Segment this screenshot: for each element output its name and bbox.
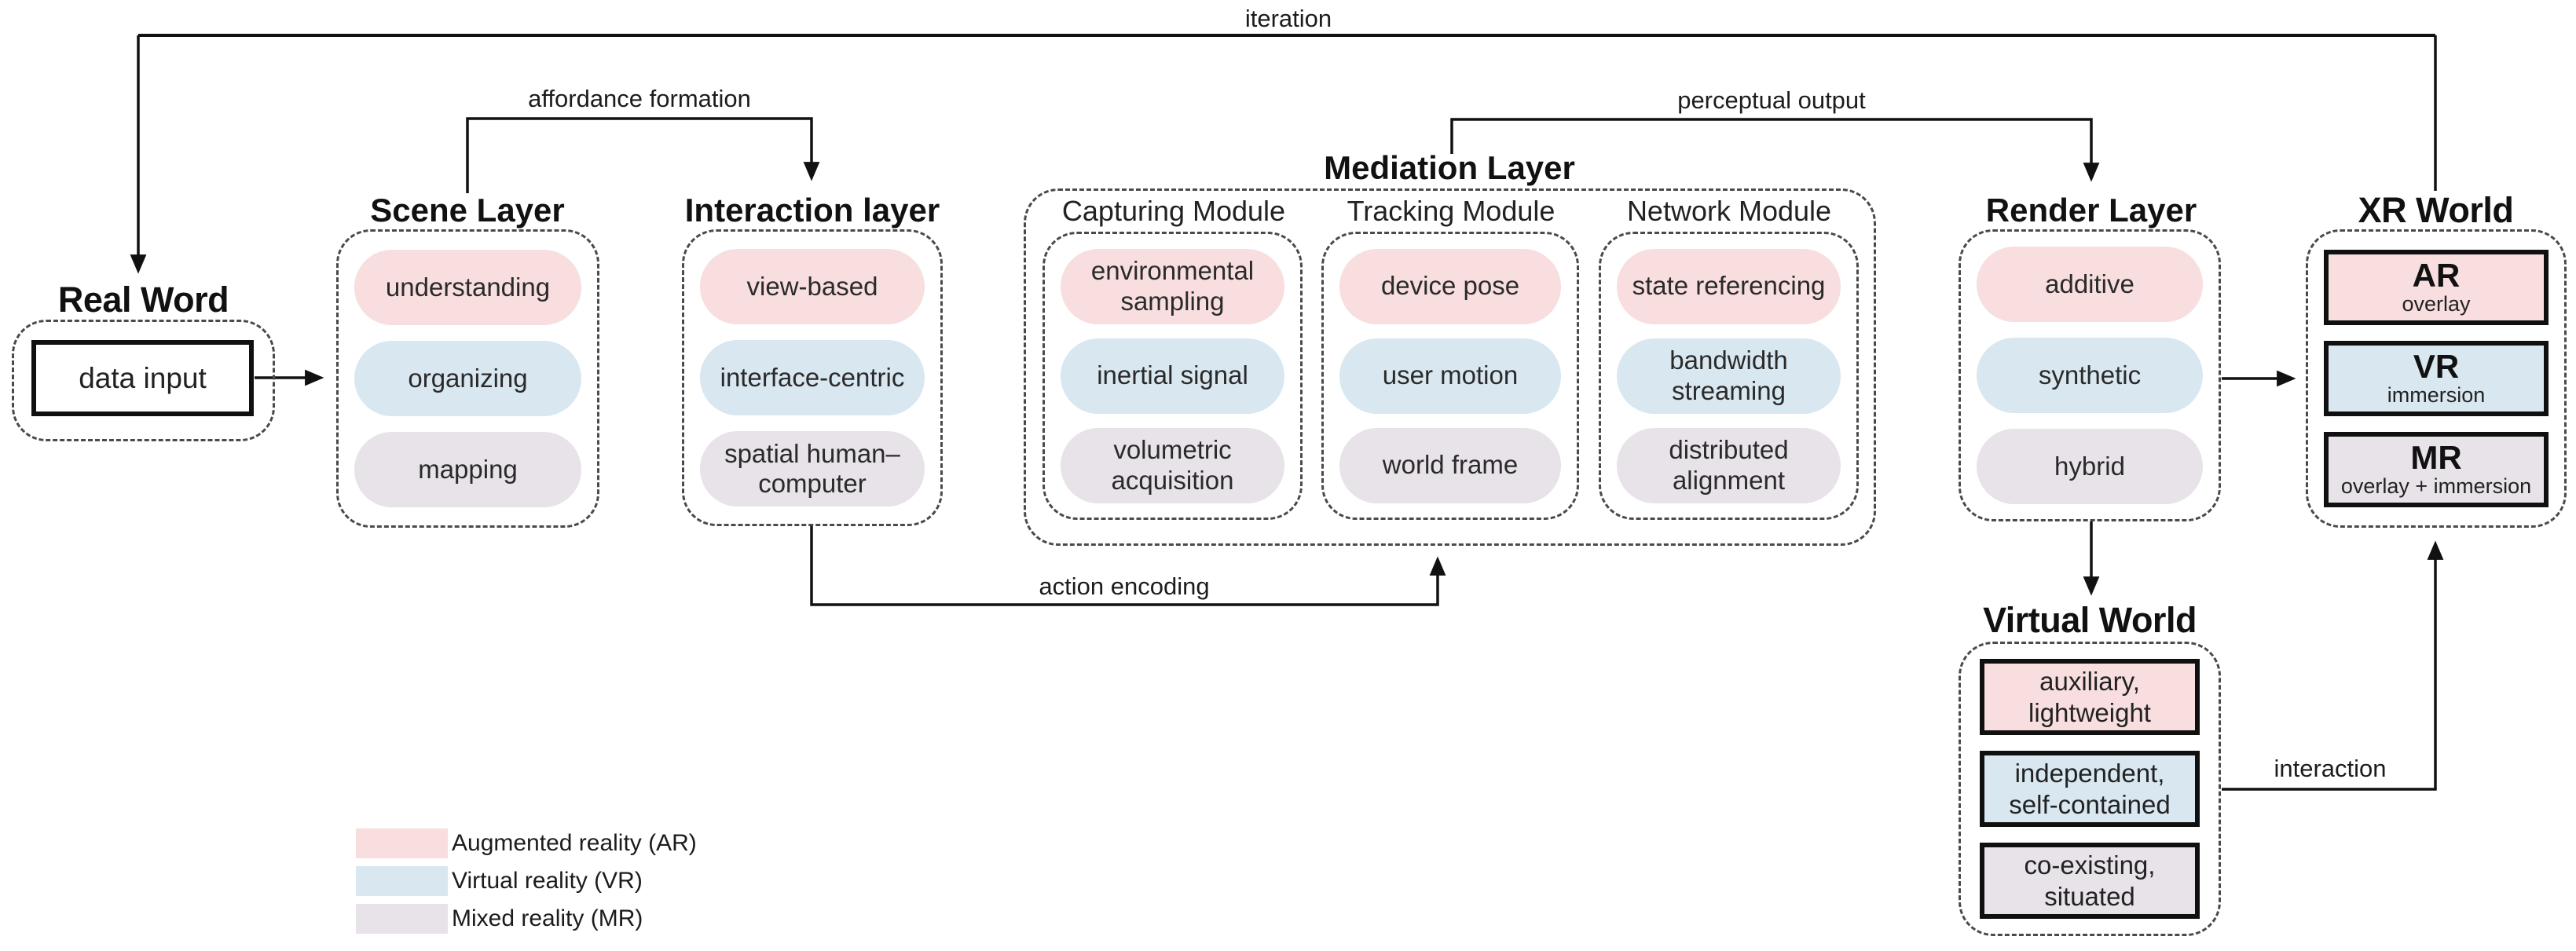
capturing-pill-environmental-sampling: environmental sampling xyxy=(1061,248,1284,324)
pill-label: understanding xyxy=(385,272,551,302)
vw-box-label: independent, self-contained xyxy=(2009,758,2171,819)
tracking-pill-world-frame: world frame xyxy=(1339,427,1561,503)
virtual-world-box-coexisting: co-existing, situated xyxy=(1980,843,2200,919)
pill-label: world frame xyxy=(1382,450,1519,480)
scene-pill-mapping: mapping xyxy=(354,432,581,507)
tracking-module-container: device pose user motion world frame xyxy=(1321,232,1579,520)
pill-label: distributed alignment xyxy=(1669,435,1789,495)
render-layer-title: Render Layer xyxy=(1985,192,2197,229)
real-world-title: Real Word xyxy=(57,280,229,320)
affordance-formation-arrow xyxy=(466,117,820,193)
network-module-title: Network Module xyxy=(1626,195,1832,227)
legend-label-mr: Mixed reality (MR) xyxy=(452,905,643,931)
interaction-layer-title: Interaction layer xyxy=(684,192,940,229)
network-module-container: state referencing bandwidth streaming di… xyxy=(1599,232,1859,520)
capturing-pill-volumetric-acquisition: volumetric acquisition xyxy=(1061,427,1284,503)
network-pill-bandwidth-streaming: bandwidth streaming xyxy=(1617,338,1841,414)
legend-swatch-vr xyxy=(356,866,448,896)
scene-pill-organizing: organizing xyxy=(354,341,581,416)
render-pill-synthetic: synthetic xyxy=(1977,338,2203,413)
render-pill-hybrid: hybrid xyxy=(1977,429,2203,504)
legend-swatch-mr xyxy=(356,904,448,934)
data-input-box: data input xyxy=(31,340,254,416)
interaction-pill-spatial-human-computer: spatial human– computer xyxy=(700,431,925,507)
render-pill-additive: additive xyxy=(1977,247,2203,322)
pill-label: environmental sampling xyxy=(1090,256,1255,316)
scene-layer-title: Scene Layer xyxy=(370,192,565,229)
render-layer-container: additive synthetic hybrid xyxy=(1959,229,2221,521)
pill-label: device pose xyxy=(1380,271,1520,301)
xr-box-sublabel: overlay + immersion xyxy=(2340,474,2532,499)
xr-box-sublabel: overlay xyxy=(2402,292,2471,316)
tracking-pill-device-pose: device pose xyxy=(1339,248,1561,324)
pill-label: interface-centric xyxy=(720,362,905,392)
legend-label-ar: Augmented reality (AR) xyxy=(452,830,697,856)
interaction-pill-interface-centric: interface-centric xyxy=(700,340,925,415)
xr-box-label: AR xyxy=(2412,257,2461,294)
tracking-pill-user-motion: user motion xyxy=(1339,338,1561,414)
mediation-layer-container xyxy=(1024,188,1876,546)
virtual-world-title: Virtual World xyxy=(1983,600,2197,640)
vw-box-label: auxiliary, lightweight xyxy=(2028,666,2151,727)
pill-label: mapping xyxy=(418,454,518,484)
legend-swatch-ar xyxy=(356,828,448,858)
network-pill-state-referencing: state referencing xyxy=(1617,248,1841,324)
pill-label: inertial signal xyxy=(1097,360,1248,390)
xr-box-mr: MR overlay + immersion xyxy=(2324,432,2549,507)
pill-label: additive xyxy=(2045,269,2134,298)
action-encoding-arrow xyxy=(810,526,1446,606)
pill-label: bandwidth streaming xyxy=(1669,346,1788,405)
real-world-container xyxy=(12,320,275,441)
interaction-arrow xyxy=(2222,540,2444,791)
vw-box-label: co-existing, situated xyxy=(2024,850,2156,911)
xr-world-title: XR World xyxy=(2358,190,2514,230)
virtual-world-box-independent: independent, self-contained xyxy=(1980,751,2200,827)
affordance-formation-label: affordance formation xyxy=(528,85,751,112)
perceptual-output-label: perceptual output xyxy=(1677,86,1866,114)
pill-label: user motion xyxy=(1382,360,1519,390)
xr-box-label: VR xyxy=(2413,348,2460,386)
mediation-layer-title: Mediation Layer xyxy=(1324,149,1575,186)
pill-label: hybrid xyxy=(2054,451,2125,481)
xr-world-container: AR overlay VR immersion MR overlay + imm… xyxy=(2306,229,2567,528)
action-encoding-label: action encoding xyxy=(1039,572,1210,600)
network-pill-distributed-alignment: distributed alignment xyxy=(1617,427,1841,503)
interaction-layer-container: view-based interface-centric spatial hum… xyxy=(682,229,943,526)
pill-label: volumetric acquisition xyxy=(1111,435,1234,495)
perceptual-output-arrow xyxy=(1450,118,2100,182)
pill-label: organizing xyxy=(408,363,528,393)
virtual-world-container: auxiliary, lightweight independent, self… xyxy=(1959,642,2221,936)
xr-box-ar: AR overlay xyxy=(2324,250,2549,325)
iteration-label: iteration xyxy=(1244,5,1332,32)
interaction-label: interaction xyxy=(2274,755,2387,782)
capturing-module-title: Capturing Module xyxy=(1061,195,1286,227)
interaction-pill-view-based: view-based xyxy=(700,249,925,324)
capturing-pill-inertial-signal: inertial signal xyxy=(1061,338,1284,414)
scene-layer-container: understanding organizing mapping xyxy=(336,229,599,528)
pill-label: state referencing xyxy=(1632,271,1826,301)
xr-box-label: MR xyxy=(2410,439,2462,477)
virtual-world-box-auxiliary: auxiliary, lightweight xyxy=(1980,659,2200,735)
pill-label: view-based xyxy=(746,271,878,301)
pill-label: synthetic xyxy=(2038,360,2142,390)
scene-pill-understanding: understanding xyxy=(354,250,581,325)
legend-label-vr: Virtual reality (VR) xyxy=(452,868,643,894)
xr-box-sublabel: immersion xyxy=(2387,383,2486,408)
capturing-module-container: environmental sampling inertial signal v… xyxy=(1042,232,1303,520)
pill-label: spatial human– computer xyxy=(724,438,900,498)
tracking-module-title: Tracking Module xyxy=(1347,195,1555,227)
xr-box-vr: VR immersion xyxy=(2324,341,2549,416)
data-input-label: data input xyxy=(79,361,207,394)
